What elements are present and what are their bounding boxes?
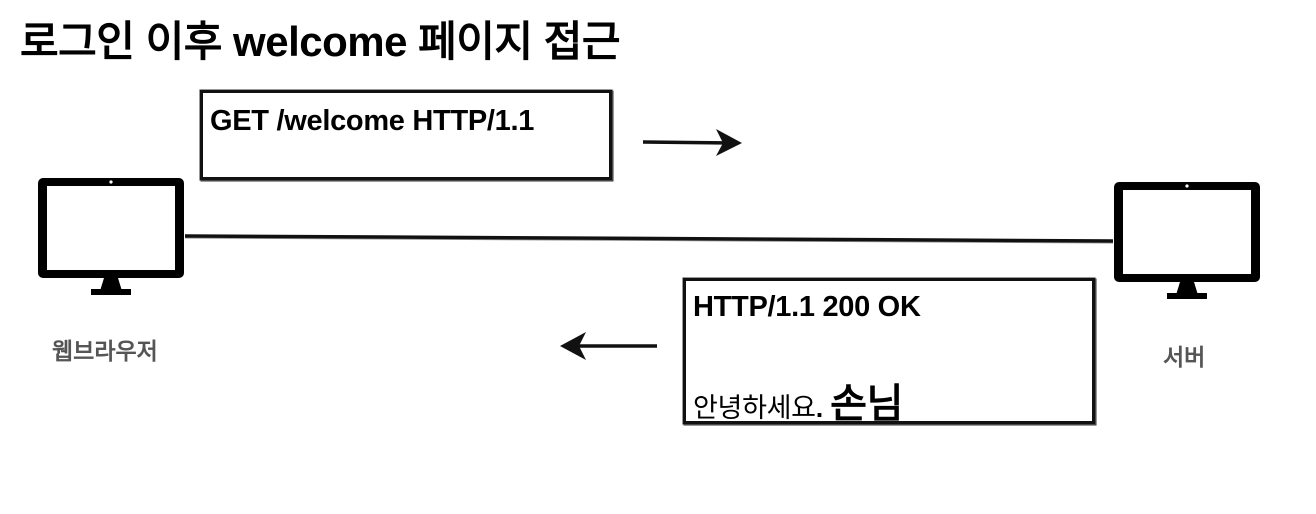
client-label: 웹브라우저 [52, 338, 158, 364]
response-period: . [815, 393, 824, 423]
request-arrow-icon [642, 129, 742, 156]
request-line: GET /welcome HTTP/1.1 [210, 105, 535, 137]
response-greeting-line: 안녕하세요. 손님 [693, 371, 903, 429]
client-monitor-icon [38, 178, 184, 295]
response-greeting: 안녕하세요 [693, 393, 816, 423]
response-message-box: HTTP/1.1 200 OK 안녕하세요. 손님 [683, 278, 1095, 426]
response-user-name: 손님 [830, 382, 904, 426]
server-label: 서버 [1163, 344, 1206, 370]
request-message-box: GET /welcome HTTP/1.1 [200, 90, 612, 180]
connection-line [184, 234, 1114, 243]
diagram-title: 로그인 이후 welcome 페이지 접근 [20, 18, 621, 65]
response-status-line: HTTP/1.1 200 OK [693, 291, 921, 323]
server-monitor-icon [1114, 182, 1260, 299]
response-arrow-icon [560, 332, 657, 360]
